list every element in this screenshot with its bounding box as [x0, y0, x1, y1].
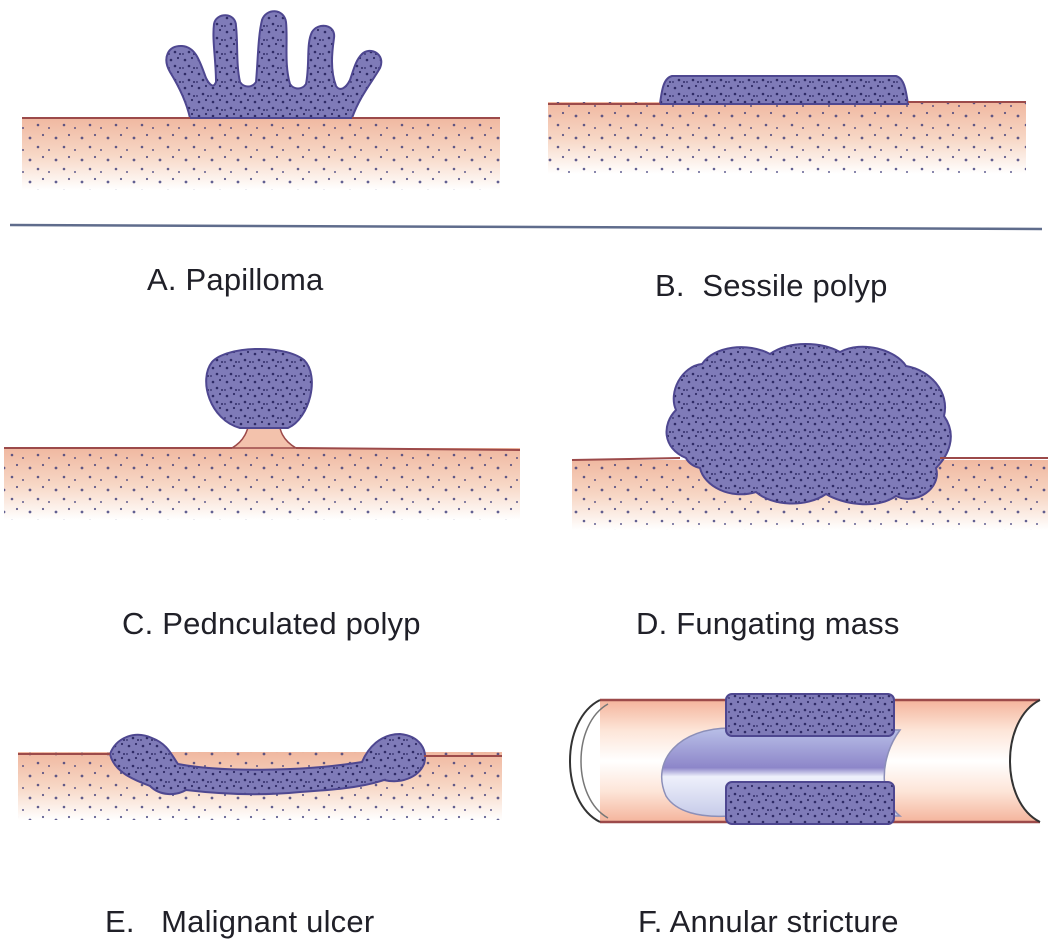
pedunculated-polyp-diagram	[4, 349, 520, 520]
caption-sessile-polyp: B. Sessile polyp	[655, 268, 888, 304]
stricture-upper	[726, 694, 894, 736]
caption-malignant-ulcer: E. Malignant ulcer	[105, 904, 374, 940]
papilloma-fronds	[166, 11, 381, 118]
malignant-ulcer-diagram	[18, 734, 502, 820]
caption-papilloma: A. Papilloma	[147, 262, 323, 298]
sessile-polyp	[660, 76, 908, 104]
annular-stricture-diagram	[570, 694, 1040, 824]
caption-annular-stricture: F. Annular stricture	[638, 904, 899, 940]
sessile-polyp-diagram	[548, 76, 1026, 174]
caption-fungating-mass: D. Fungating mass	[636, 606, 900, 642]
caption-pedunculated-polyp: C. Pednculated polyp	[122, 606, 421, 642]
fungating-mass-diagram	[572, 344, 1048, 530]
fungating-mass	[667, 344, 951, 504]
divider-line	[10, 225, 1042, 229]
stricture-lower	[726, 782, 894, 824]
papilloma-diagram	[22, 11, 500, 190]
pedunculated-polyp-head	[206, 349, 312, 428]
